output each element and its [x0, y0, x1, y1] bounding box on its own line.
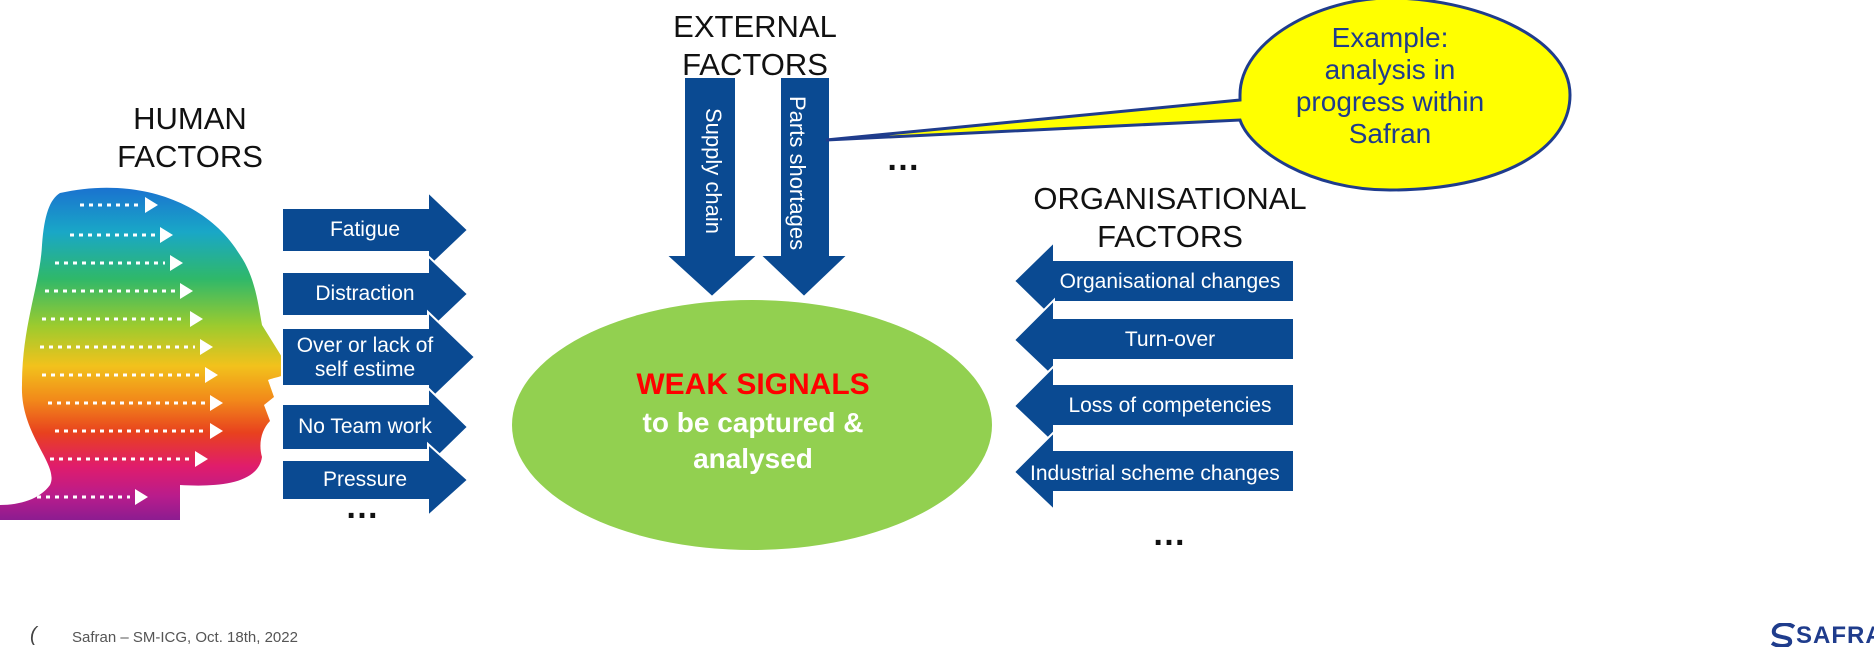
arrow-org-changes — [1012, 239, 1295, 323]
safran-logo-icon — [1770, 623, 1796, 647]
footer-text: Safran – SM-ICG, Oct. 18th, 2022 — [72, 629, 298, 646]
arrow-turn-over — [1012, 297, 1295, 381]
safran-logo-text: SAFRAN — [1796, 622, 1874, 649]
arrow-distraction — [281, 253, 470, 335]
weak-signals-ellipse — [512, 300, 992, 550]
arrow-competencies — [1012, 363, 1295, 447]
arrow-pressure — [281, 441, 470, 519]
org-item-industrial: Industrial scheme changes — [1030, 462, 1280, 485]
org-more-dots: … — [1152, 515, 1187, 553]
arrow-team-work — [281, 385, 470, 469]
callout-bubble — [825, 0, 1572, 192]
rainbow-head-profile-icon — [0, 187, 290, 520]
organisational-arrows — [1012, 239, 1295, 513]
external-item-parts-shortages: Parts shortages — [785, 96, 810, 251]
weak-signals-subtitle: to be captured & analysed — [642, 407, 864, 474]
weak-signals-title: WEAK SIGNALS — [636, 368, 870, 401]
human-factors-title: HUMAN FACTORS — [117, 101, 263, 174]
arrow-parts-shortages — [757, 76, 848, 299]
arrow-fatigue — [281, 190, 470, 271]
arrow-supply-chain — [668, 76, 761, 299]
external-arrows — [668, 76, 848, 299]
org-item-changes: Organisational changes — [1059, 270, 1281, 293]
organisational-factors-title: ORGANISATIONAL FACTORS — [1033, 181, 1307, 254]
human-item-pressure: Pressure — [322, 468, 408, 491]
page-marker: ( — [30, 624, 37, 646]
human-more-dots: … — [345, 488, 380, 526]
external-more-dots: … — [886, 140, 921, 178]
human-item-fatigue: Fatigue — [329, 218, 401, 241]
external-item-supply-chain: Supply chain — [701, 108, 726, 234]
human-item-team-work: No Team work — [298, 415, 432, 438]
arrow-self-estime — [281, 309, 477, 405]
human-arrows — [281, 190, 477, 519]
human-item-distraction: Distraction — [315, 282, 415, 305]
arrow-industrial — [1012, 429, 1295, 513]
org-item-turn-over: Turn-over — [1124, 328, 1216, 351]
callout-text: Example: analysis in progress within Saf… — [1295, 22, 1485, 149]
org-item-competencies: Loss of competencies — [1068, 394, 1272, 417]
human-item-self-estime: Over or lack of self estime — [296, 334, 434, 381]
